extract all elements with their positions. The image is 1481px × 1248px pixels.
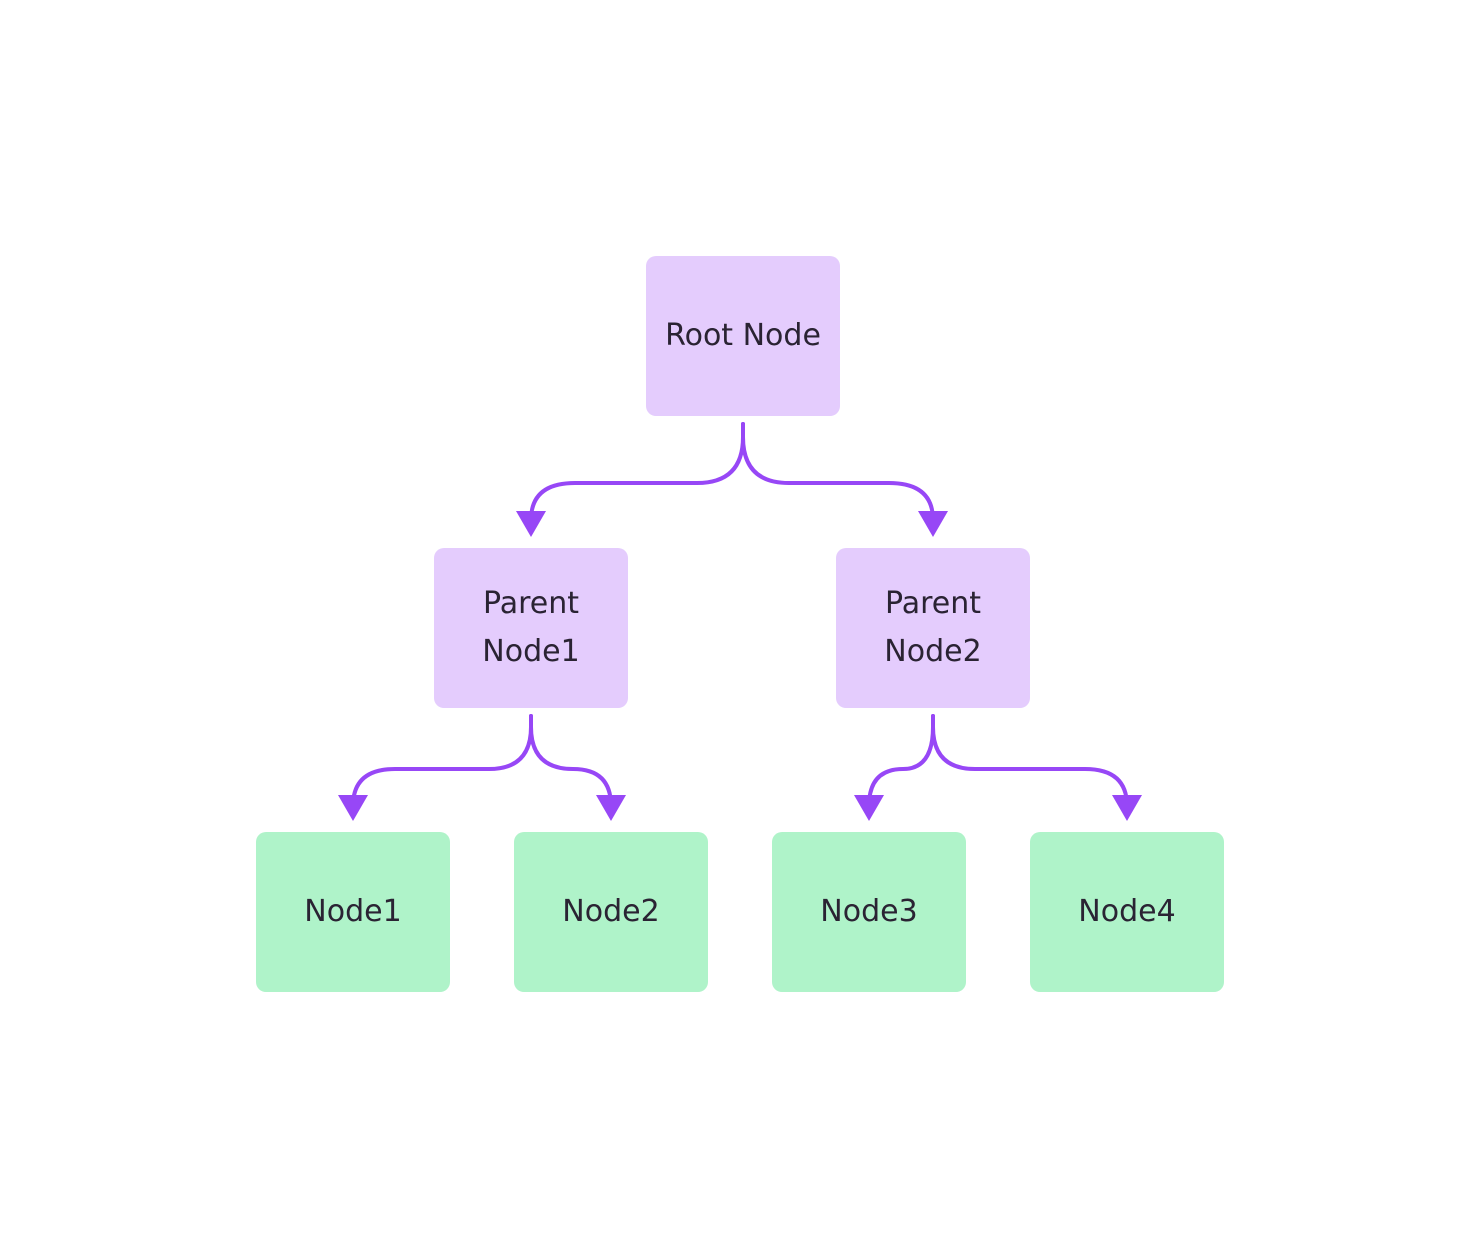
- root-node[interactable]: Root Node: [646, 256, 840, 416]
- connector-group: [338, 422, 1142, 821]
- arrowhead-parent2-icon: [918, 511, 948, 537]
- leaf-node-2[interactable]: Node2: [514, 832, 708, 992]
- arrowhead-node2-icon: [596, 795, 626, 821]
- leaf-node-2-label: Node2: [562, 894, 660, 929]
- leaf-node-4[interactable]: Node4: [1030, 832, 1224, 992]
- edge-root-parent2: [741, 422, 935, 522]
- leaf-node-1[interactable]: Node1: [256, 832, 450, 992]
- arrowhead-node3-icon: [854, 795, 884, 821]
- edge-parent1-node1: [351, 714, 533, 808]
- parent-node-1[interactable]: Parent Node1: [434, 548, 628, 708]
- root-node-label: Root Node: [665, 318, 821, 353]
- arrowhead-parent1-icon: [516, 511, 546, 537]
- edge-parent1-node2: [529, 714, 613, 808]
- leaf-node-3[interactable]: Node3: [772, 832, 966, 992]
- arrowhead-node1-icon: [338, 795, 368, 821]
- leaf-node-1-label: Node1: [304, 894, 402, 929]
- parent-node-1-label: Parent Node1: [482, 586, 580, 669]
- arrowhead-node4-icon: [1112, 795, 1142, 821]
- edge-parent2-node3: [867, 714, 935, 808]
- edge-root-parent1: [529, 422, 745, 522]
- parent-node-2[interactable]: Parent Node2: [836, 548, 1030, 708]
- edge-parent2-node4: [931, 714, 1129, 808]
- leaf-node-4-label: Node4: [1078, 894, 1176, 929]
- parent-node-2-label: Parent Node2: [884, 586, 982, 669]
- leaf-node-3-label: Node3: [820, 894, 918, 929]
